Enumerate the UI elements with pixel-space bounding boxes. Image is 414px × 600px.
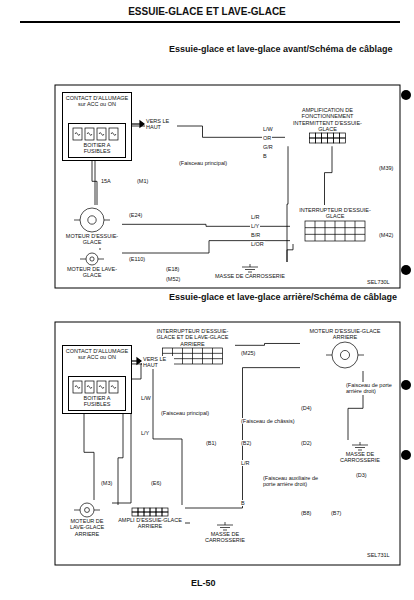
wire-label: (B1)	[205, 440, 217, 446]
ignition-switch-box: CONTACT D'ALLUMAGE sur ACC ou ON BOITIER …	[62, 345, 132, 414]
wire	[84, 411, 94, 500]
wire-label: (E24)	[128, 212, 143, 218]
wire-label: (E18)	[165, 266, 180, 272]
component-label: MOTEUR DE LAVE-GLACE ARRIERE	[64, 518, 110, 537]
wire-label: VERS LE HAUT	[145, 118, 177, 131]
motor-symbol	[66, 252, 118, 266]
wire-label: (Faisceau de porte arrière droit)	[345, 382, 399, 395]
component-label: CONTACT D'ALLUMAGE sur ACC ou ON	[65, 95, 129, 108]
wire-label: (Faisceau principal)	[178, 160, 240, 166]
component-label: BOITIER A FUSIBLES	[71, 142, 123, 155]
wire-label: L/Y	[140, 430, 150, 436]
heading: Essuie-glace et lave-glace avant/Schéma …	[168, 44, 405, 54]
wire-label: (B8)	[300, 510, 312, 516]
ground-symbol	[334, 442, 386, 451]
fuse-box: BOITIER A FUSIBLES	[68, 123, 126, 158]
wire-label: L/W	[262, 126, 274, 132]
rear-wiper-motor: MOTEUR D'ESSUIE-GLACE ARRIERE	[300, 326, 390, 371]
wire-label: L/OR	[250, 241, 265, 247]
body-ground: MASSE DE CARROSSERIE	[210, 262, 290, 281]
wire-label: (M3)	[100, 480, 113, 486]
wire-label: (Faisceau principal)	[160, 410, 217, 416]
wire-label: (M42)	[378, 232, 394, 238]
heading: EL-50	[190, 578, 217, 588]
page-title: ESSUIE-GLACE ET LAVE-GLACE	[0, 6, 414, 17]
component-label: INTERRUPTEUR D'ESSUIE-GLACE ET DE LAVE-G…	[152, 328, 233, 347]
wire-label: (D4)	[300, 405, 313, 411]
wire-label: (M1)	[136, 178, 149, 184]
fuse-box: BOITIER A FUSIBLES	[68, 376, 126, 411]
wire-label: OR	[262, 135, 272, 141]
motor-symbol	[66, 207, 118, 233]
wire-label: (Faisceau auxiliaire de porte arrière dr…	[262, 475, 329, 488]
wiper-motor: MOTEUR D'ESSUIE-GLACE	[62, 205, 122, 248]
wire	[287, 146, 288, 262]
wire-label: 15A	[100, 178, 112, 184]
component-label: BOITIER A FUSIBLES	[71, 395, 123, 408]
wire-label: (D3)	[355, 472, 368, 478]
component-label: MASSE DE CARROSSERIE	[215, 273, 285, 279]
wire-label: L/W	[140, 395, 152, 401]
intermittent-amplifier: AMPLIFICATION DE FONCTIONNEMENT INTERMIT…	[285, 105, 370, 146]
header-rule	[20, 21, 400, 23]
diagram-frame	[55, 322, 400, 565]
body-ground: MASSE DE CARROSSERIE	[330, 440, 390, 466]
rear-washer-motor: MOTEUR DE LAVE-GLACE ARRIERE	[62, 500, 112, 539]
wire-label: (E6)	[150, 480, 162, 486]
wire-label: B/R	[250, 232, 261, 238]
component-label: AMPLI D'ESSUIE-GLACE ARRIERE	[117, 517, 183, 530]
wire-label: G/R	[262, 144, 274, 150]
fuse-symbol	[72, 379, 122, 395]
wire-label: (B7)	[330, 510, 342, 516]
wire	[325, 146, 333, 205]
wire-label: (B2)	[240, 440, 252, 446]
switch-symbol	[294, 220, 376, 242]
component-label: MASSE DE CARROSSERIE	[192, 531, 258, 544]
component-label: MASSE DE CARROSSERIE	[332, 451, 388, 464]
wire-label: SEL731L	[366, 552, 391, 558]
wire-label: L/Y	[250, 223, 260, 229]
pins-symbol	[289, 132, 366, 144]
component-label: MOTEUR D'ESSUIE-GLACE	[64, 233, 120, 246]
component-label: INTERRUPTEUR D'ESSUIE-GLACE	[292, 207, 378, 220]
wire-label: (M52)	[165, 276, 181, 282]
wire	[122, 224, 290, 226]
wire-label: (M25)	[240, 350, 256, 356]
wire-label: (M39)	[378, 165, 394, 171]
motor-symbol	[66, 502, 108, 518]
ignition-switch-box: CONTACT D'ALLUMAGE sur ACC ou ON BOITIER …	[62, 92, 132, 161]
wire-label: B	[240, 500, 246, 506]
component-label: AMPLIFICATION DE FONCTIONNEMENT INTERMIT…	[287, 107, 368, 132]
wire-label: SEL730L	[366, 279, 391, 285]
wire-label: L/R	[250, 214, 261, 220]
ground-symbol	[194, 522, 256, 531]
wire-label: (E110)	[128, 256, 146, 262]
motor-symbol	[304, 341, 386, 369]
wire-label: VERS LE HAUT	[142, 356, 174, 369]
wire	[235, 343, 300, 345]
wire	[118, 411, 123, 505]
component-label: CONTACT D'ALLUMAGE sur ACC ou ON	[65, 348, 129, 361]
rear-wiper-amplifier: AMPLI D'ESSUIE-GLACE ARRIERE	[115, 505, 185, 532]
wiper-switch: INTERRUPTEUR D'ESSUIE-GLACE	[290, 205, 380, 244]
component-label: MOTEUR DE LAVE-GLACE	[64, 266, 120, 279]
component-label: MOTEUR D'ESSUIE-GLACE ARRIERE	[302, 328, 388, 341]
up-arrow	[132, 121, 144, 364]
pins-symbol	[119, 507, 181, 517]
wire-label: (Faisceau de châssis)	[240, 418, 302, 424]
wire	[287, 244, 293, 262]
body-ground: MASSE DE CARROSSERIE	[190, 520, 260, 546]
wire	[92, 158, 97, 205]
fuse-symbol	[72, 126, 122, 142]
diagram-frame	[55, 85, 400, 288]
ground-symbol	[214, 264, 286, 273]
wire-label: (D2)	[300, 440, 313, 446]
wire-label: B	[262, 153, 268, 159]
wire	[122, 241, 290, 253]
wire-label: L/R	[240, 460, 251, 466]
washer-motor: MOTEUR DE LAVE-GLACE	[62, 250, 122, 281]
binding-holes	[401, 90, 411, 460]
heading: Essuie-glace et lave-glace arrière/Schém…	[168, 292, 405, 302]
